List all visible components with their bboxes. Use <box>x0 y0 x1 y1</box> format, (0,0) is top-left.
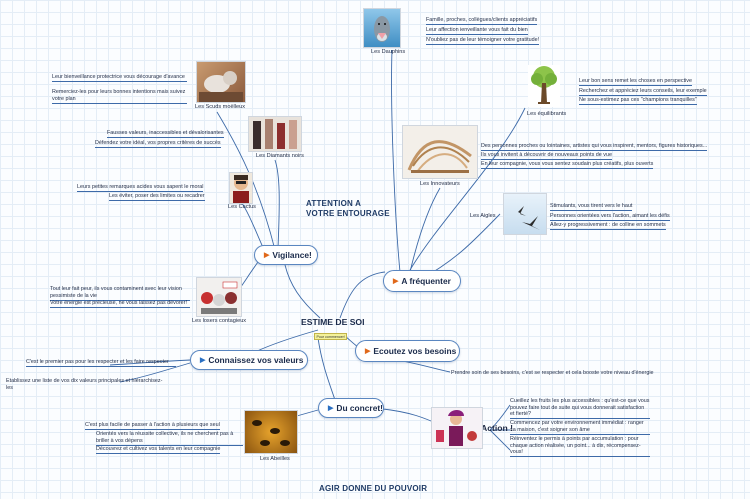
flag-icon: ▶ <box>200 357 206 364</box>
cactus-image <box>229 172 253 204</box>
caption-innovateurs: Les Innovateurs <box>420 181 460 187</box>
node-frequenter[interactable]: ▶A fréquenter <box>383 270 461 292</box>
node-concret[interactable]: ▶Du concret! <box>318 398 384 418</box>
note-innovateurs-3: En leur compagnie, vous vous sentez soud… <box>481 161 654 170</box>
note-connaissez-1: C'est le premier pas pour les respecter … <box>26 359 176 368</box>
dolphin-image <box>363 8 401 48</box>
note-scuds-1: Leur bienveillance protectrice vous déco… <box>52 74 187 83</box>
scuds-image <box>196 61 246 103</box>
abeilles-image <box>244 410 298 454</box>
caption-dauphins: Les Dauphins <box>371 49 406 55</box>
action-image <box>431 407 483 449</box>
caption-abeilles: Les Abeilles <box>260 456 290 462</box>
note-dauphins-1: Famille, proches, collègues/clients appr… <box>426 17 538 26</box>
note-dauphins-3: N'oubliez pas de leur témoigner votre gr… <box>426 37 540 46</box>
note-aigles-1: Stimulants, vous tirent vers le haut <box>550 203 633 212</box>
node-ecoutez[interactable]: ▶Ecoutez vos besoins <box>355 340 460 362</box>
flag-icon: ▶ <box>393 278 399 285</box>
central-topic-badge: Pour commencer! <box>314 333 348 340</box>
aigles-image <box>503 193 547 235</box>
note-innovateurs-1: Des personnes proches ou lointaines, art… <box>481 143 708 152</box>
node-connaissez[interactable]: ▶Connaissez vos valeurs <box>190 350 308 370</box>
node-vigilance-label: Vigilance! <box>272 250 312 260</box>
flag-icon: ▶ <box>328 405 334 412</box>
note-aigles-3: Allez-y progressivement : de colline en … <box>550 222 666 231</box>
node-ecoutez-label: Ecoutez vos besoins <box>373 346 457 356</box>
innovateurs-image <box>402 125 478 179</box>
note-cactus-1: Leurs petites remarques acides vous sape… <box>77 184 204 193</box>
note-aigles-2: Personnes orientées vers l'action, aiman… <box>550 213 670 222</box>
note-abeilles-3: Découvrez et cultivez vos talents en leu… <box>96 446 221 455</box>
node-frequenter-label: A fréquenter <box>401 276 451 286</box>
note-abeilles-2: Orientés vers la réussite collective, il… <box>96 431 243 446</box>
flag-icon: ▶ <box>365 348 371 355</box>
note-scuds-2: Remerciez-les pour leurs bonnes intentio… <box>52 89 187 104</box>
note-equilibrants-2: Recherchez et appréciez leurs conseils, … <box>579 88 707 97</box>
caption-diamants: Les Diamants noirs <box>256 153 304 159</box>
losers-image <box>196 277 242 317</box>
central-topic[interactable]: ESTIME DE SOI <box>301 317 365 327</box>
attention-heading: ATTENTION A VOTRE ENTOURAGE <box>306 199 390 218</box>
flag-icon: ▶ <box>264 252 270 259</box>
caption-cactus: Les Cactus <box>228 204 256 210</box>
note-diamants-2: Défendez votre idéal, vos propres critèr… <box>95 140 221 149</box>
caption-scuds: Les Scuds moëlleux <box>195 104 246 110</box>
note-cactus-2: Les éviter, poser des limites ou recadre… <box>109 193 205 202</box>
note-action-1: Cueillez les fruits les plus accessibles… <box>510 398 650 420</box>
note-equilibrants-3: Ne sous-estimez pas ces "champions tranq… <box>579 97 697 106</box>
caption-equilibrants: Les équilibrants <box>527 111 567 117</box>
caption-losers: Les losers contagieux <box>192 318 247 324</box>
note-action-2: Commencez par votre environnement immédi… <box>510 420 650 435</box>
caption-aigles: Les Aigles <box>470 213 496 219</box>
note-diamants-1: Fausses valeurs, inaccessibles et dévalo… <box>107 130 224 139</box>
diamants-image <box>248 116 302 152</box>
note-ecoutez: Prendre soin de ses besoins, c'est se re… <box>451 370 654 376</box>
tree-image <box>528 65 560 107</box>
node-vigilance[interactable]: ▶Vigilance! <box>254 245 318 265</box>
note-abeilles-1: C'est plus facile de passer à l'action à… <box>85 422 220 431</box>
note-losers-2: Votre énergie est précieuse, ne vous lai… <box>50 300 190 309</box>
note-dauphins-2: Leur affection ienveillante vous fait du… <box>426 27 528 36</box>
note-losers-1: Tout leur fait peur, ils vous contaminen… <box>50 286 190 301</box>
note-equilibrants-1: Leur bon sens remet les choses en perspe… <box>579 78 692 87</box>
footer-heading: AGIR DONNE DU POUVOIR <box>319 484 428 493</box>
note-connaissez-2: Etablissez une liste de vos dix valeurs … <box>6 378 163 391</box>
node-action-label[interactable]: Action ! <box>481 423 513 433</box>
node-connaissez-label: Connaissez vos valeurs <box>208 355 304 365</box>
note-action-3: Réinventez le permis à points par accumu… <box>510 436 650 458</box>
node-concret-label: Du concret! <box>336 403 383 413</box>
note-innovateurs-2: Ils vous invitent à découvrir de nouveau… <box>481 152 612 161</box>
